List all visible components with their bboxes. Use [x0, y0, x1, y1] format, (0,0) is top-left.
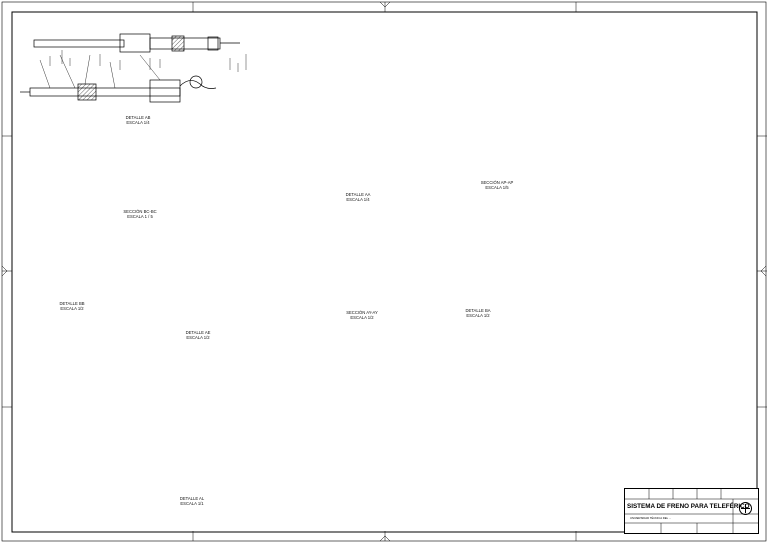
- detalle-ab-view: [20, 33, 247, 103]
- logo-icon: [739, 502, 752, 515]
- title-block-grid: [625, 489, 758, 533]
- title-block: SISTEMA DE FRENO PARA TELEFÉRICO UNIVERS…: [624, 488, 759, 534]
- drawing-title: SISTEMA DE FRENO PARA TELEFÉRICO: [627, 503, 750, 510]
- drawing-subtitle: UNIVERSIDAD TÉCNICA DEL ...: [630, 516, 672, 520]
